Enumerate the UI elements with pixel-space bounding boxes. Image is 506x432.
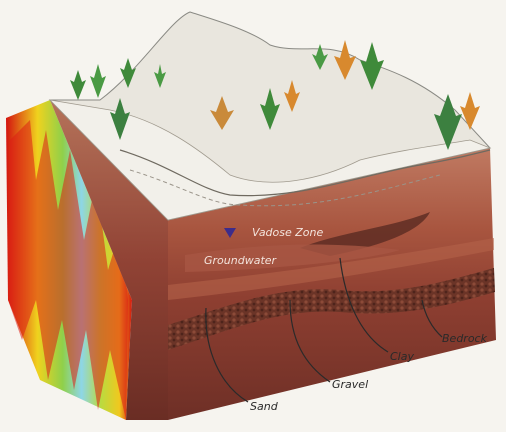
label-vadose-zone: Vadose Zone [252,226,324,239]
label-bedrock: Bedrock [442,332,488,345]
label-groundwater: Groundwater [204,254,278,267]
label-gravel: Gravel [332,378,368,391]
label-clay: Clay [390,350,414,363]
label-sand: Sand [250,400,279,413]
